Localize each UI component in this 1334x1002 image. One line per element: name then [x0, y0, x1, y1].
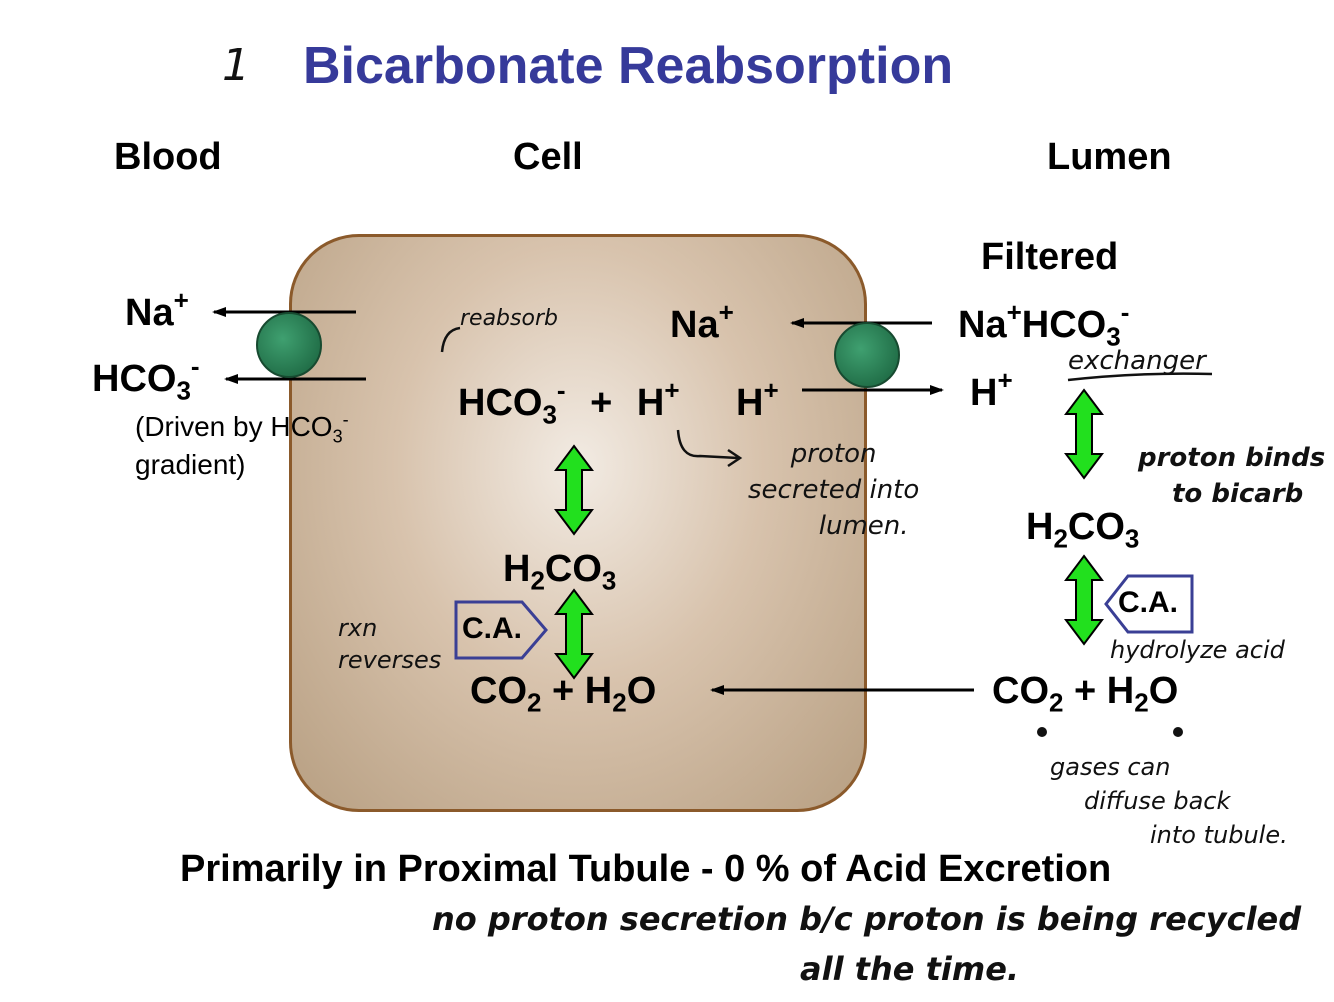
column-heading-blood: Blood	[114, 136, 222, 178]
handwritten-dot-h2o	[1173, 727, 1183, 737]
handwritten-pointer-reabsorb	[440, 326, 461, 353]
cell-na-label: Na+	[670, 297, 734, 346]
ca-box-lumen	[1104, 574, 1194, 634]
green-arrow-cell-bottom	[554, 588, 594, 680]
cell-h-label: H+	[736, 375, 779, 424]
note-exchanger: exchanger	[1068, 346, 1206, 376]
lumen-co2-h2o-label: CO2 + H2O	[992, 670, 1179, 718]
handwritten-pointer-proton	[676, 429, 743, 468]
cell-h2co3-label: H2CO3	[503, 548, 617, 596]
cell-ca-label: C.A.	[462, 612, 522, 645]
green-arrow-lumen-bottom	[1064, 554, 1104, 646]
note-bottom-line2: all the time.	[800, 950, 1020, 988]
note-proton-secreted: proton secreted into lumen.	[748, 439, 920, 541]
cell-hco3-h-equation: HCO3- + H+	[458, 375, 680, 430]
blood-driven-note: (Driven by HCO3- gradient)	[135, 409, 349, 480]
note-rxn-reverses: rxn reverses	[338, 614, 442, 674]
column-heading-cell: Cell	[513, 136, 583, 178]
note-bottom-line1: no proton secretion b/c proton is being …	[432, 900, 1302, 938]
handwritten-underline-exchanger	[1067, 372, 1213, 382]
handwritten-dot-co2	[1037, 727, 1047, 737]
lumen-h2co3-label: H2CO3	[1026, 506, 1140, 554]
lumen-filtered-label: Filtered	[981, 236, 1119, 278]
lumen-nahco3-label: Na+HCO3-	[958, 297, 1130, 352]
note-gases-diffuse: gases can diffuse back into tubule.	[1050, 753, 1288, 849]
lumen-ca-label: C.A.	[1118, 586, 1178, 619]
green-arrow-lumen-top	[1064, 388, 1104, 480]
lumen-h-label: H+	[970, 365, 1013, 414]
blood-hco3-label: HCO3-	[92, 351, 200, 406]
blood-na-label: Na+	[125, 285, 189, 334]
note-proton-binds: proton binds to bicarb	[1138, 443, 1326, 509]
apical-exchanger	[834, 322, 900, 388]
cell-co2-h2o-label: CO2 + H2O	[470, 670, 657, 718]
slide-title: Bicarbonate Reabsorption	[303, 37, 954, 95]
basolateral-transporter	[256, 312, 322, 378]
footer-caption: Primarily in Proximal Tubule - 0 % of Ac…	[180, 848, 1112, 890]
ca-box-cell	[454, 600, 548, 660]
slide-number-handwritten: 1	[222, 40, 250, 91]
note-reabsorb: reabsorb	[460, 306, 558, 331]
note-hydrolyze: hydrolyze acid	[1110, 636, 1285, 664]
green-arrow-cell-top	[554, 444, 594, 536]
column-heading-lumen: Lumen	[1047, 136, 1172, 178]
